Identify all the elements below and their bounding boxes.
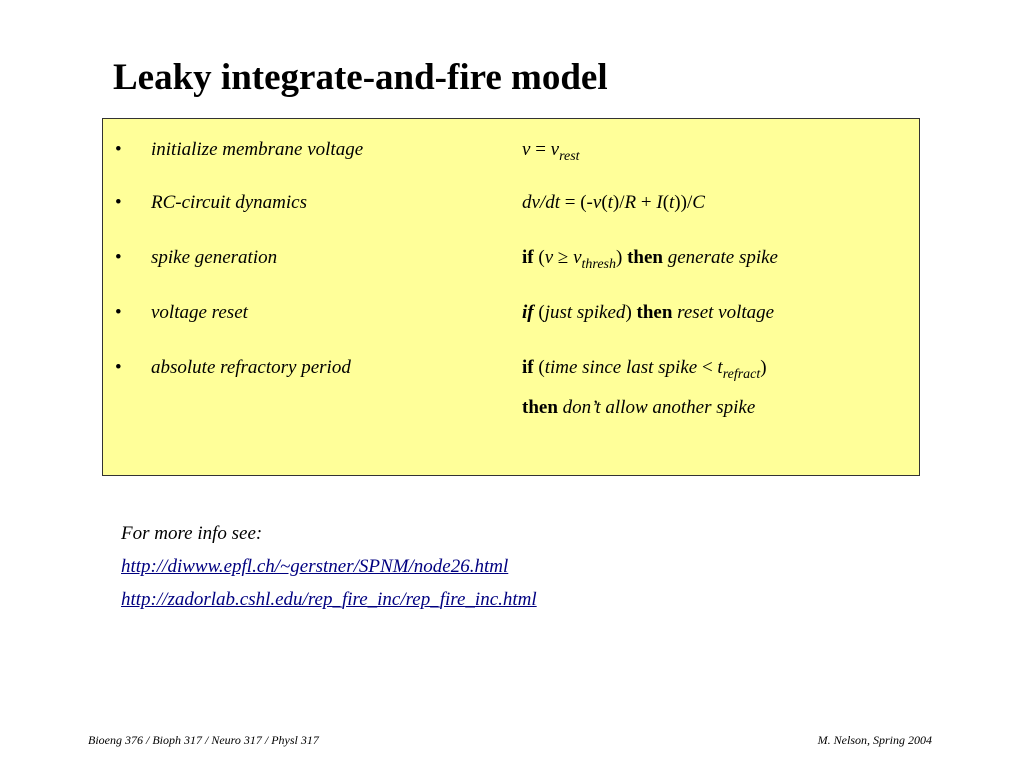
step-row-refractory-continued: then don’t allow another spike (103, 393, 919, 423)
expr-var: t (607, 192, 613, 213)
expr-var: I (656, 192, 663, 213)
step-expression: then don’t allow another spike (522, 393, 755, 423)
info-heading: For more info see: (121, 523, 263, 544)
expr-action: generate spike (667, 247, 778, 268)
bullet: • (115, 139, 122, 160)
step-expression: if (v ≥ vthresh) then generate spike (522, 243, 778, 273)
expr-subscript: refract (722, 367, 761, 382)
bullet: • (115, 302, 122, 323)
expr-keyword-if: if (522, 302, 534, 323)
expr-condition: just spiked (544, 302, 626, 323)
expr-var: v (522, 139, 531, 160)
footer-course-list: Bioeng 376 / Bioph 317 / Neuro 317 / Phy… (88, 733, 319, 747)
expr-var: t (669, 192, 675, 213)
expr-var: v (544, 247, 554, 268)
expr-op: = (530, 139, 551, 160)
expr-op: = (- (560, 192, 593, 213)
expr-var: v (573, 247, 582, 268)
info-link-cshl[interactable]: http://zadorlab.cshl.edu/rep_fire_inc/re… (121, 589, 537, 610)
expr-action: reset voltage (677, 302, 775, 323)
expr-keyword-then: then (522, 397, 558, 418)
step-expression: if (time since last spike < trefract) (522, 353, 767, 383)
step-row-rc-dynamics: • RC-circuit dynamics dv/dt = (-v(t)/R +… (103, 188, 919, 218)
expr-op: ≥ (553, 247, 574, 268)
expr-op: ( (533, 357, 545, 378)
step-row-initialize: • initialize membrane voltage v = vrest (103, 135, 919, 165)
expr-op: + (636, 192, 657, 213)
expr-var: v (550, 139, 560, 160)
expr-keyword-then: then (636, 302, 673, 323)
expr-action: don’t allow another spike (562, 397, 756, 418)
slide-title: Leaky integrate-and-fire model (113, 57, 608, 98)
expr-keyword-then: then (627, 247, 663, 268)
step-label: absolute refractory period (151, 357, 351, 378)
step-row-spike-generation: • spike generation if (v ≥ vthresh) then… (103, 243, 919, 273)
step-row-refractory: • absolute refractory period if (time si… (103, 353, 919, 383)
expr-condition: time since last spike (544, 357, 698, 378)
step-expression: if (just spiked) then reset voltage (522, 298, 774, 328)
bullet: • (115, 192, 122, 213)
expr-op: ))/ (674, 192, 693, 213)
expr-keyword-if: if (522, 247, 534, 268)
step-label: RC-circuit dynamics (151, 192, 308, 213)
step-row-voltage-reset: • voltage reset if (just spiked) then re… (103, 298, 919, 328)
expr-var: dv/dt (522, 192, 560, 213)
expr-var: C (692, 192, 705, 213)
expr-var: t (717, 357, 723, 378)
expr-op: ( (662, 192, 670, 213)
step-label: spike generation (151, 247, 278, 268)
step-label: initialize membrane voltage (151, 139, 364, 160)
info-link-epfl[interactable]: http://diwww.epfl.ch/~gerstner/SPNM/node… (121, 556, 509, 577)
step-label: voltage reset (151, 302, 248, 323)
bullet: • (115, 247, 122, 268)
step-expression: dv/dt = (-v(t)/R + I(t))/C (522, 188, 705, 218)
expr-subscript: rest (559, 149, 580, 164)
expr-keyword-if: if (522, 357, 534, 378)
expr-op: ( (601, 192, 608, 213)
step-expression: v = vrest (522, 135, 580, 165)
expr-op: ( (533, 247, 545, 268)
expr-subscript: thresh (581, 257, 616, 272)
expr-var: R (624, 192, 637, 213)
expr-op: ( (533, 302, 545, 323)
model-steps-box: • initialize membrane voltage v = vrest … (102, 118, 920, 476)
expr-var: v (592, 192, 602, 213)
expr-op: ) (615, 247, 628, 268)
expr-op: )/ (612, 192, 625, 213)
bullet: • (115, 357, 122, 378)
expr-op: < (697, 357, 718, 378)
expr-op: ) (760, 357, 767, 378)
expr-op: ) (625, 302, 637, 323)
footer-author: M. Nelson, Spring 2004 (817, 733, 932, 747)
